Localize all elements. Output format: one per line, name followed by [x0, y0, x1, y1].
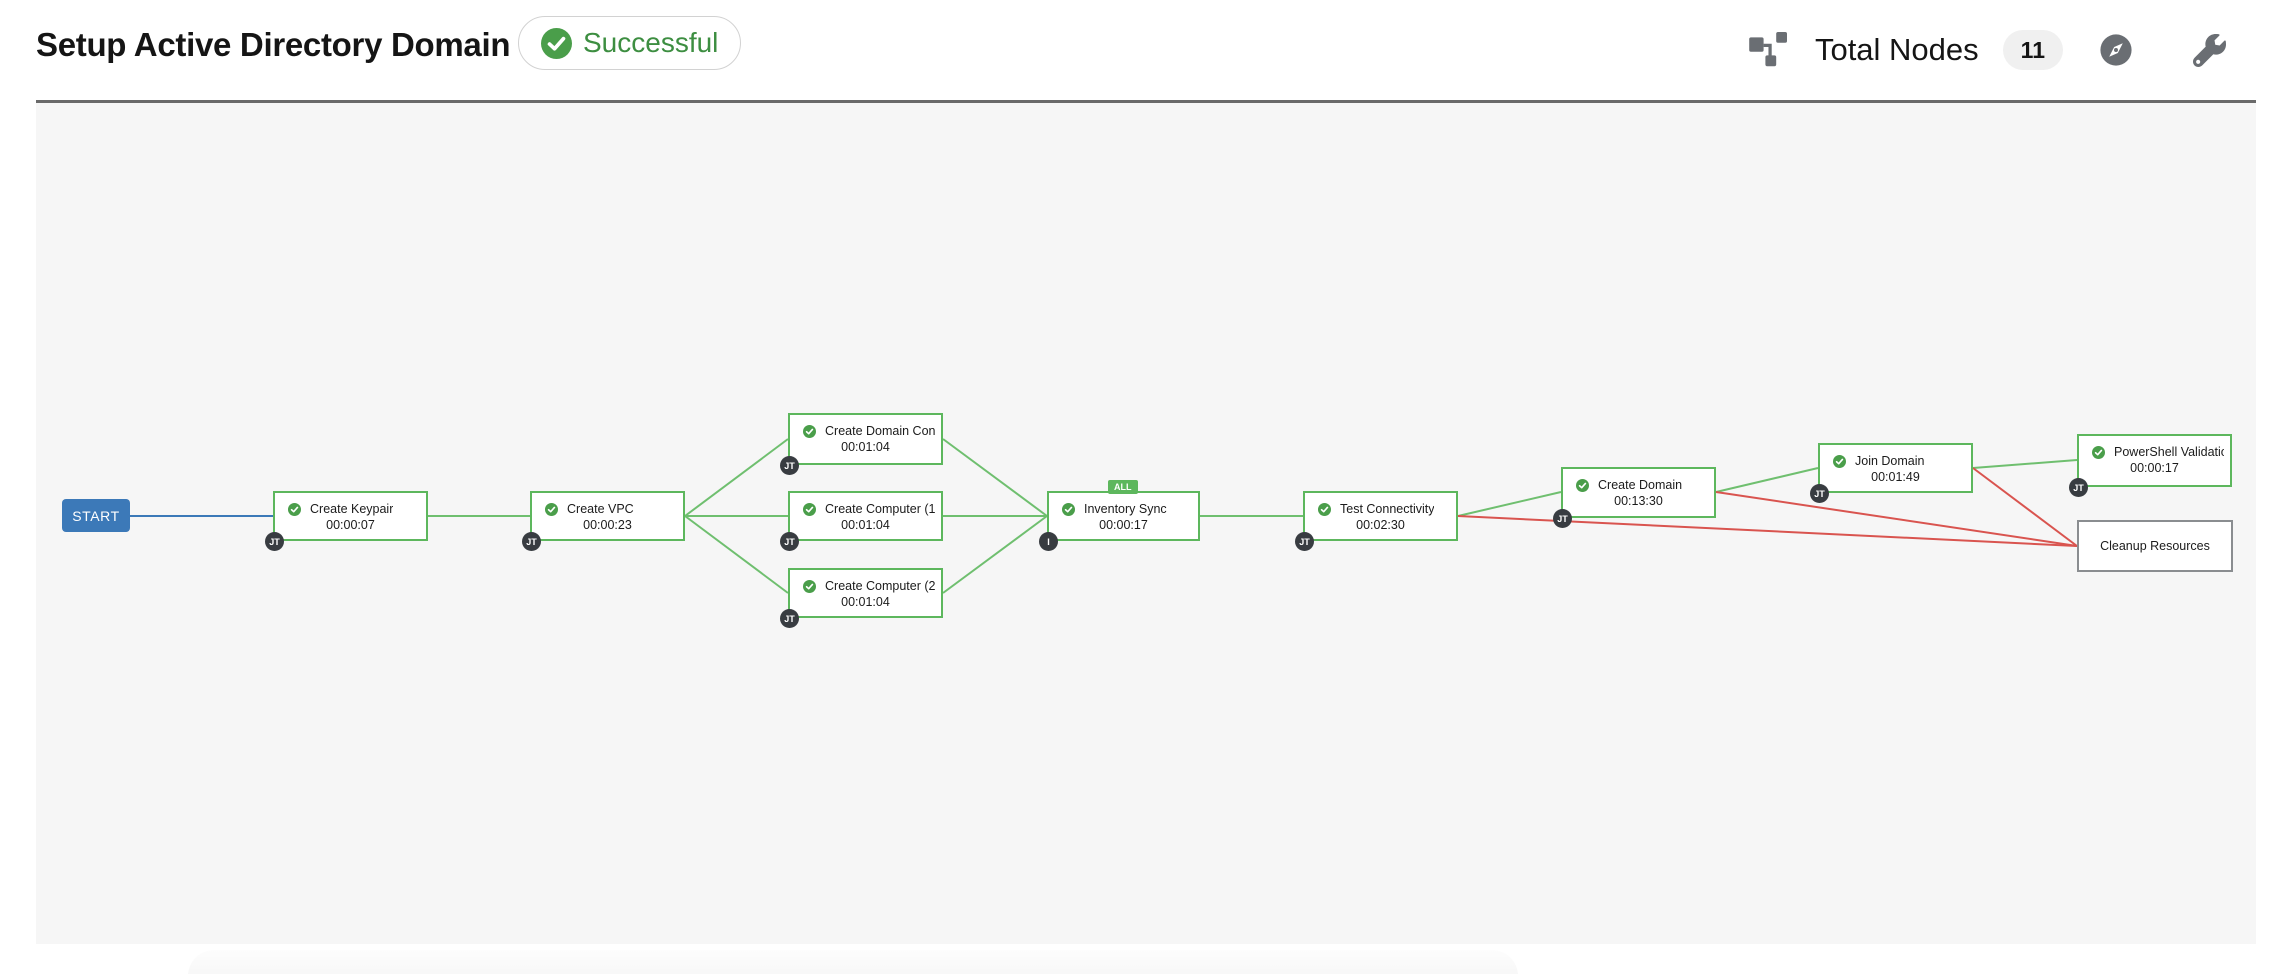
node-type-badge: JT [1553, 509, 1572, 528]
success-check-icon [1576, 478, 1589, 492]
success-check-icon [803, 502, 816, 516]
status-label: Successful [583, 27, 719, 58]
workflow-header: Setup Active Directory Domain Successful… [0, 0, 2290, 103]
total-nodes-count-badge: 11 [2002, 30, 2063, 70]
node-type-badge: JT [265, 532, 284, 551]
node-label: Create Computer (2) [825, 579, 935, 593]
node-title-row: Create VPC [532, 493, 683, 518]
workflow-node-create-vpc[interactable]: Create VPC 00:00:23 JT [522, 491, 685, 551]
node-elapsed-time: 00:00:07 [326, 518, 375, 532]
status-badge: Successful [518, 16, 742, 70]
node-type-badge: JT [522, 532, 541, 551]
node-label: Create Domain [1598, 478, 1683, 492]
success-check-icon [541, 27, 572, 59]
success-check-icon [288, 502, 301, 516]
workflow-node-create-computer-2[interactable]: Create Computer (2) 00:01:04 JT [780, 568, 943, 628]
success-check-icon [2092, 445, 2105, 459]
node-type-badge: JT [780, 456, 799, 475]
success-check-icon [1318, 502, 1331, 516]
node-label: Join Domain [1855, 454, 1925, 468]
node-elapsed-time: 00:01:49 [1871, 470, 1920, 484]
bottom-panel-edge [188, 950, 1518, 974]
node-label: Create Domain Contr… [825, 424, 935, 438]
workflow-node-create-keypair[interactable]: Create Keypair 00:00:07 JT [265, 491, 428, 551]
node-title-row: Test Connectivity [1305, 493, 1456, 518]
legend-compass-button[interactable] [2099, 33, 2133, 67]
node-elapsed-time: 00:01:04 [841, 518, 890, 532]
node-elapsed-time: 00:00:17 [2130, 461, 2179, 475]
success-check-icon [803, 579, 816, 593]
workflow-node-cleanup-resources[interactable]: Cleanup Resources [2077, 520, 2233, 572]
node-type-badge: JT [1295, 532, 1314, 551]
node-title-row: Create Computer (1) [790, 493, 941, 518]
node-type-badge: JT [780, 532, 799, 551]
total-nodes-label: Total Nodes [1814, 32, 1979, 67]
node-title-row: Create Computer (2) [790, 570, 941, 595]
success-check-icon [803, 424, 816, 438]
workflow-node-test-connectivity[interactable]: Test Connectivity 00:02:30 JT [1295, 491, 1458, 551]
node-label: Create VPC [567, 502, 634, 516]
topology-icon [1749, 32, 1789, 68]
node-type-badge: JT [2069, 478, 2088, 497]
node-elapsed-time: 00:01:04 [841, 595, 890, 609]
node-elapsed-time: 00:13:30 [1614, 494, 1663, 508]
success-check-icon [1833, 454, 1846, 468]
node-label: Inventory Sync [1084, 502, 1167, 516]
node-title-row: Join Domain [1820, 445, 1971, 470]
node-title-row: Create Domain Contr… [790, 415, 941, 440]
node-elapsed-time: 00:00:23 [583, 518, 632, 532]
node-title-row: PowerShell Validation [2079, 436, 2230, 461]
success-check-icon [545, 502, 558, 516]
node-label: Create Computer (1) [825, 502, 935, 516]
node-elapsed-time: 00:01:04 [841, 440, 890, 454]
header-divider [36, 100, 2256, 103]
all-convergence-badge: ALL [1108, 480, 1138, 494]
node-label: Test Connectivity [1340, 502, 1435, 516]
node-label: Create Keypair [310, 502, 394, 516]
node-label: Cleanup Resources [2100, 539, 2210, 553]
node-elapsed-time: 00:00:17 [1099, 518, 1148, 532]
node-title-row: Inventory Sync [1049, 493, 1198, 518]
workflow-node-powershell-validation[interactable]: PowerShell Validation 00:00:17 JT [2069, 434, 2232, 497]
tools-wrench-button[interactable] [2193, 33, 2226, 67]
workflow-node-join-domain[interactable]: Join Domain 00:01:49 JT [1810, 443, 1973, 503]
start-node-label: START [72, 507, 120, 524]
node-title-row: Create Domain [1563, 469, 1714, 494]
node-type-badge: I [1039, 532, 1058, 551]
start-node[interactable]: START [62, 499, 130, 532]
node-type-badge: JT [1810, 484, 1829, 503]
header-toolbar: Total Nodes 11 [1749, 0, 2226, 100]
node-type-badge: JT [780, 609, 799, 628]
node-elapsed-time: 00:02:30 [1356, 518, 1405, 532]
page-title: Setup Active Directory Domain [36, 26, 511, 63]
node-title-row: Create Keypair [275, 493, 426, 518]
success-check-icon [1062, 502, 1075, 516]
workflow-node-create-domain-contr[interactable]: Create Domain Contr… 00:01:04 JT [780, 413, 943, 475]
workflow-node-create-domain[interactable]: Create Domain 00:13:30 JT [1553, 467, 1716, 528]
workflow-node-create-computer-1[interactable]: Create Computer (1) 00:01:04 JT [780, 491, 943, 551]
node-title-row: Cleanup Resources [2100, 539, 2210, 553]
node-label: PowerShell Validation [2114, 445, 2224, 459]
workflow-node-inventory-sync[interactable]: Inventory Sync 00:00:17 I ALL [1039, 480, 1200, 551]
